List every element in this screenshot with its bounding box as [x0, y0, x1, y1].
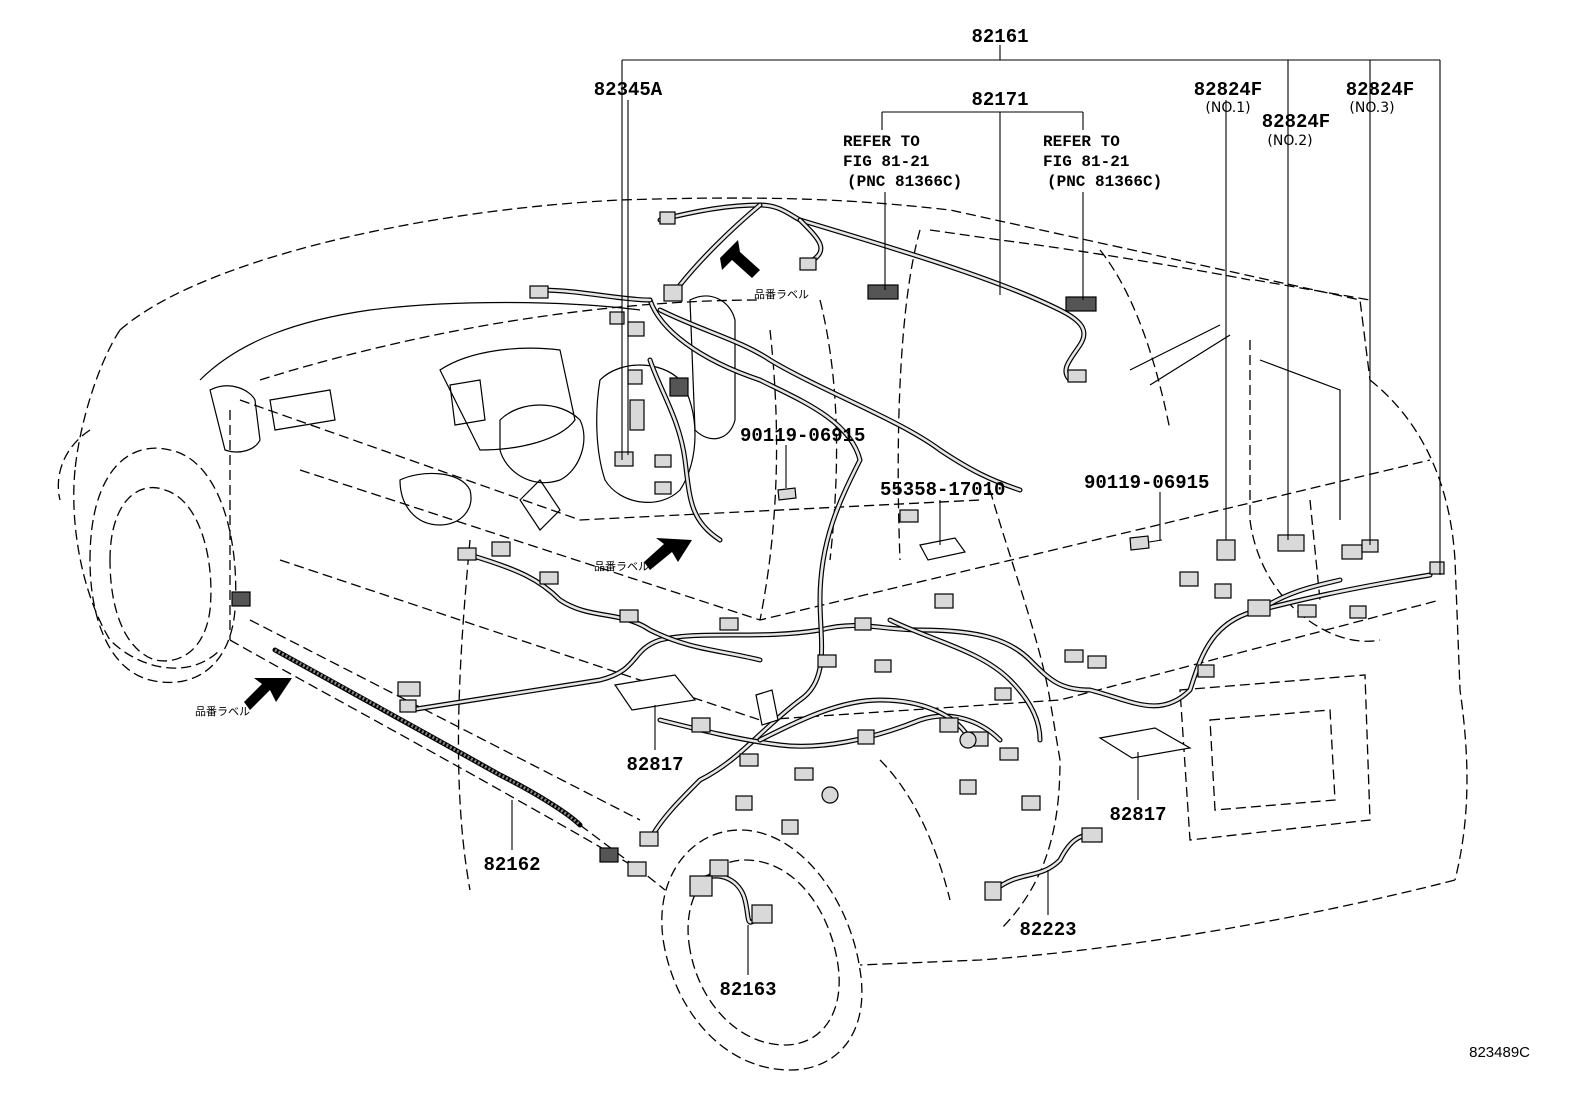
- callout-82824f-no1: 82824F: [1194, 79, 1262, 101]
- connectors: [231, 211, 1445, 924]
- callout-82223: 82223: [1019, 919, 1076, 941]
- label-sheets: [613, 537, 1192, 759]
- callout-82162: 82162: [483, 854, 540, 876]
- part-label-note-upper: 品番ラベル: [754, 288, 809, 301]
- callout-82824f-no2: 82824F: [1262, 111, 1330, 133]
- callout-82824f-no3: 82824F: [1346, 79, 1414, 101]
- car-body-outline: [57, 197, 1468, 1071]
- arrow-middle: [644, 538, 692, 570]
- bolts: [777, 475, 1163, 551]
- refer-left-line3: (PNC 81366C): [847, 173, 962, 191]
- callout-pad: 55358-17010: [880, 479, 1005, 501]
- leader-lines: [511, 45, 1441, 975]
- callout-82171: 82171: [971, 89, 1028, 111]
- callout-82824f-no2-sub: (NO.2): [1267, 133, 1312, 149]
- part-label-note-middle: 品番ラベル: [594, 560, 649, 573]
- callout-bolt-right: 90119-06915: [1084, 472, 1209, 494]
- illustration-code: 823489C: [1469, 1044, 1530, 1061]
- refer-right-line3: (PNC 81366C): [1047, 173, 1162, 191]
- callout-82817-right: 82817: [1109, 804, 1166, 826]
- arrow-left: [244, 678, 292, 710]
- main-wire-harness: [407, 287, 1433, 843]
- arrow-upper: [720, 240, 760, 278]
- callout-82161: 82161: [971, 26, 1028, 48]
- callout-82345a: 82345A: [594, 79, 663, 101]
- part-label-note-left: 品番ラベル: [195, 705, 250, 718]
- callout-bolt-left: 90119-06915: [740, 425, 865, 447]
- refer-right-line1: REFER TO: [1043, 133, 1120, 151]
- interior-dashboard: [199, 295, 1341, 531]
- refer-left-line1: REFER TO: [843, 133, 920, 151]
- refer-right-line2: FIG 81-21: [1043, 153, 1129, 171]
- callout-82163: 82163: [719, 979, 776, 1001]
- callout-82824f-no1-sub: (NO.1): [1205, 100, 1250, 116]
- part-label-arrows: [244, 240, 760, 710]
- roof-wire-harness: [657, 202, 1087, 383]
- callout-82817-left: 82817: [626, 754, 683, 776]
- rear-harness-82223: [992, 832, 1093, 893]
- callout-labels: 82161 82345A 82171 82824F (NO.1) 82824F …: [195, 26, 1530, 1061]
- callout-82824f-no3-sub: (NO.3): [1349, 100, 1394, 116]
- refer-left-line2: FIG 81-21: [843, 153, 929, 171]
